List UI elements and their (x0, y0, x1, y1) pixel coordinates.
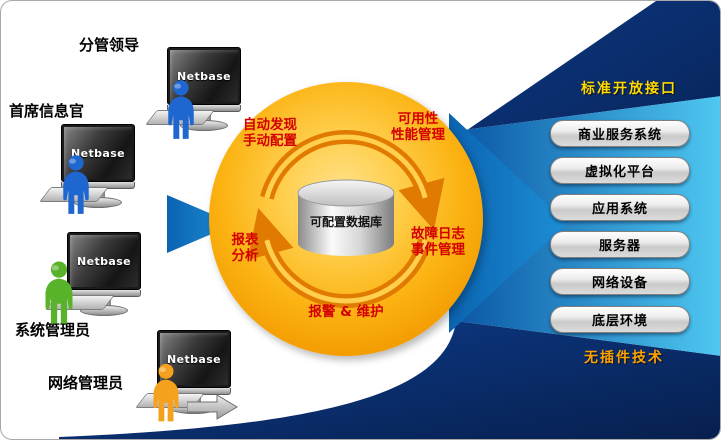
system-button-infrastructure: 底层环境 (550, 306, 690, 333)
circle-to-panel-wedge (449, 113, 567, 333)
monitor-brand-label: Netbase (176, 69, 232, 83)
role-label-leader: 分管领导 (79, 36, 140, 54)
database-label: 可配置数据库 (309, 215, 382, 229)
cycle-step-fault-event: 故障日志 事件管理 (411, 226, 465, 259)
person-icon-leader (168, 80, 194, 139)
database-cylinder (297, 179, 395, 256)
person-icon-netadmin (153, 363, 179, 422)
funnel-top-dark (331, 1, 720, 223)
cycle-arrow-top-gloss (264, 134, 428, 199)
cycle-step-alert-maintenance: 报警 & 维护 (308, 304, 384, 320)
role-label-netadmin: 网络管理员 (48, 374, 124, 392)
caption-open-interface: 标准开放接口 (581, 81, 677, 97)
users-to-circle-arrow (167, 195, 235, 253)
monitor-screen: Netbase (67, 232, 141, 290)
monitor-brand-label: Netbase (166, 352, 222, 366)
cycle-step-availability: 可用性 性能管理 (391, 111, 445, 144)
person-icon-sysadmin (45, 261, 73, 324)
connector-arrow-icon (187, 394, 238, 420)
role-label-sysadmin: 系统管理员 (15, 321, 91, 339)
monitor-brand-label: Netbase (76, 254, 132, 268)
system-button-network-device: 网络设备 (550, 268, 690, 295)
caption-agentless-tech: 无插件技术 (584, 350, 664, 366)
role-label-cio: 首席信息官 (9, 102, 85, 120)
monitor-leader: Netbase (145, 47, 255, 135)
cycle-step-report-analysis: 报表 分析 (231, 232, 259, 265)
person-icon-cio (63, 155, 89, 214)
system-button-server: 服务器 (550, 231, 690, 258)
cycle-arrows (247, 130, 445, 308)
cycle-arrow-bottom-gloss (264, 239, 428, 304)
cycle-step-auto-discovery: 自动发现 手动配置 (243, 117, 297, 150)
monitor-sysadmin: Netbase (45, 232, 155, 320)
system-button-virtualization: 虚拟化平台 (550, 157, 690, 184)
system-button-business-service: 商业服务系统 (550, 120, 690, 147)
monitor-screen: Netbase (157, 330, 231, 388)
monitor-brand-label: Netbase (70, 146, 126, 160)
monitor-screen: Netbase (167, 47, 241, 105)
funnel-bottom-dark (59, 321, 720, 439)
system-button-application: 应用系统 (550, 194, 690, 221)
